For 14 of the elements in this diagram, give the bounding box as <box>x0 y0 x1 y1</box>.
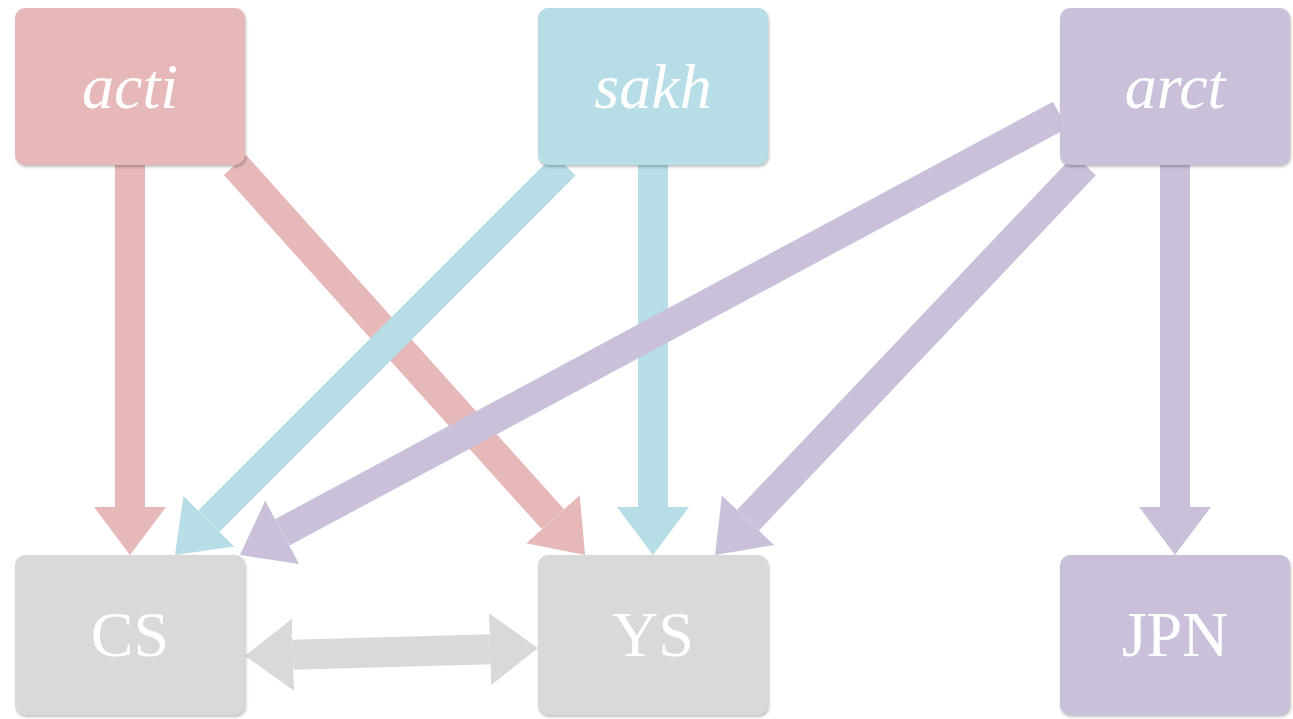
arrow <box>617 165 689 555</box>
label-box <box>538 8 768 165</box>
arrow <box>94 165 166 555</box>
label-box <box>15 8 245 165</box>
node-label: sakh <box>594 49 712 124</box>
arrow <box>245 613 538 691</box>
label-box <box>538 555 768 715</box>
label-box <box>1060 555 1290 715</box>
node-label: acti <box>82 49 178 124</box>
label-box <box>15 555 245 715</box>
node-label: JPN <box>1121 598 1229 672</box>
label-box <box>1060 8 1290 165</box>
node-label: arct <box>1124 49 1226 124</box>
arrow <box>1139 165 1211 555</box>
